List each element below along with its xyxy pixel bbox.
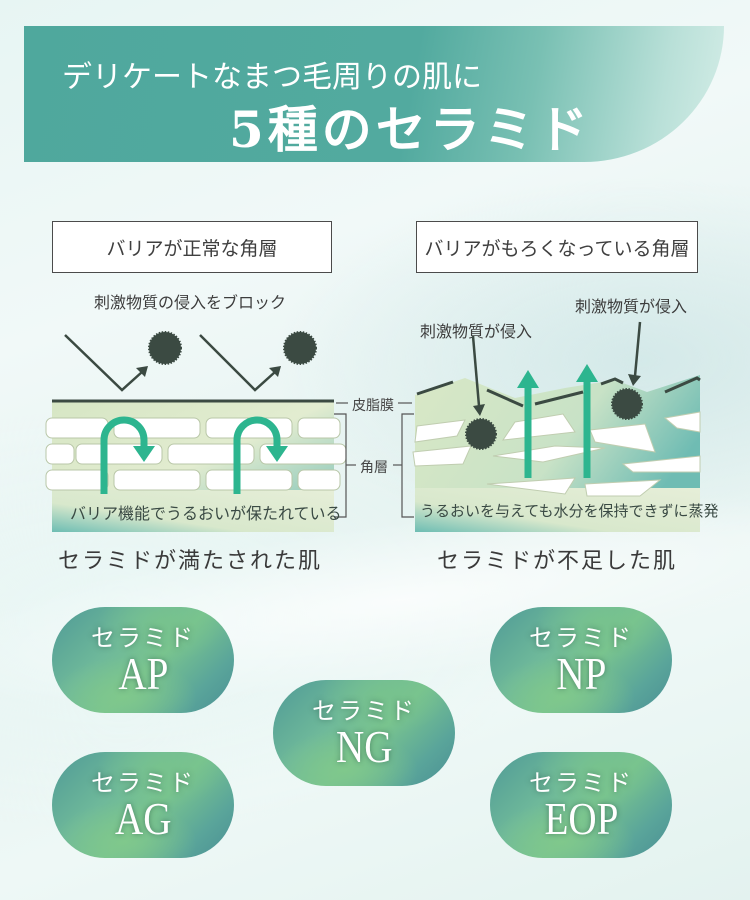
ceramide-ng-badge: セラミド NG — [273, 680, 455, 786]
left-panel-title: バリアが正常な角層 — [52, 221, 332, 273]
ceramide-type: NG — [335, 720, 393, 772]
right-bottom-caption: セラミドが不足した肌 — [437, 549, 678, 574]
ceramide-type: AG — [114, 792, 172, 844]
ceramide-prefix: セラミド — [529, 768, 633, 797]
sebum-label: 皮脂膜 — [352, 398, 394, 414]
stratum-label: 角層 — [360, 460, 388, 476]
header-banner: デリケートなまつ毛周りの肌に 5種のセラミド — [24, 26, 724, 162]
healthy-skin-diagram — [45, 399, 347, 532]
healthy-skin-text: バリア機能でうるおいが保たれている — [70, 504, 342, 523]
ceramide-eop-badge: セラミド EOP — [490, 752, 672, 858]
banner-title: 5種のセラミド — [229, 100, 592, 159]
ceramide-prefix: セラミド — [91, 623, 195, 652]
ceramide-np-badge: セラミド NP — [490, 607, 672, 713]
banner-subtitle: デリケートなまつ毛周りの肌に — [62, 60, 482, 95]
right-caption-left: 刺激物質が侵入 — [420, 322, 533, 341]
ceramide-prefix: セラミド — [91, 768, 195, 797]
ceramide-type: AP — [118, 647, 168, 699]
particle-icon — [148, 331, 182, 365]
ceramide-type: NP — [556, 647, 606, 699]
ceramide-prefix: セラミド — [529, 623, 633, 652]
right-panel-title: バリアがもろくなっている角層 — [416, 221, 698, 273]
right-caption-right: 刺激物質が侵入 — [575, 297, 688, 316]
left-bottom-caption: セラミドが満たされた肌 — [58, 549, 323, 574]
damaged-skin-text: うるおいを与えても水分を保持できずに蒸発 — [420, 502, 719, 520]
ceramide-ag-badge: セラミド AG — [52, 752, 234, 858]
ceramide-prefix: セラミド — [312, 696, 416, 725]
left-caption-block: 刺激物質の侵入をブロック — [94, 293, 287, 312]
ceramide-type: EOP — [544, 792, 618, 844]
ceramide-ap-badge: セラミド AP — [52, 607, 234, 713]
particle-icon — [283, 331, 317, 365]
damaged-skin-diagram — [412, 321, 701, 532]
